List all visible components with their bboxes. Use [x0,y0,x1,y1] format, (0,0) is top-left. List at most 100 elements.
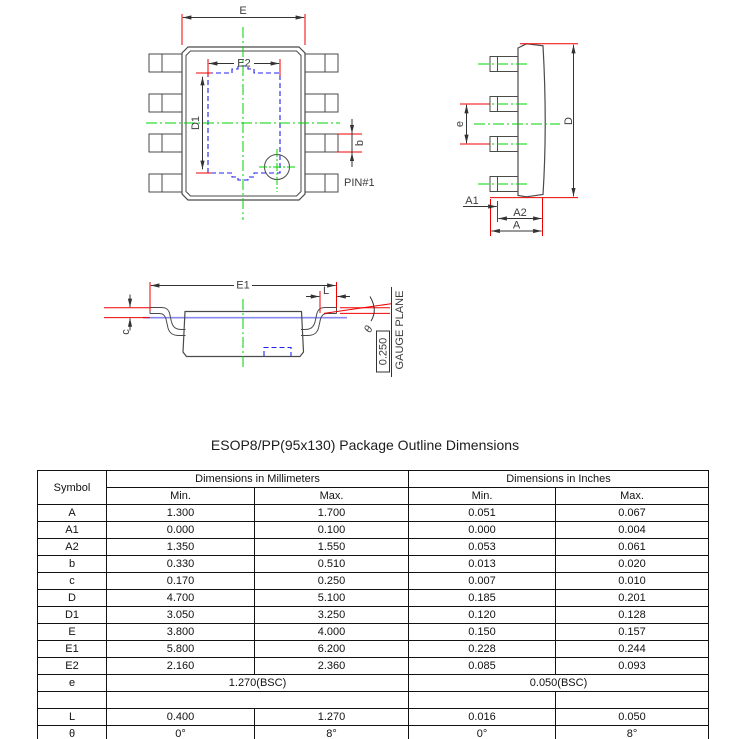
cell-mm-bsc: 1.270(BSC) [105,674,410,692]
front-lead-right [301,307,337,336]
header-in-max: Max. [555,487,710,505]
cell-mm-max: 0.250 [253,572,410,590]
cell-mm-min: 1.300 [106,504,255,522]
front-body-outline [182,310,305,358]
table-row: L 0.400 1.270 0.016 0.050 [37,708,710,726]
header-row-groups: Symbol Dimensions in Millimeters Dimensi… [37,470,710,505]
dimension-c: c [104,294,150,335]
cell-in-min: 0.051 [408,504,557,522]
dimension-D1: D1 [190,72,212,174]
svg-text:E2: E2 [237,58,250,70]
cell-in-min: 0.053 [408,538,557,556]
dimension-b: b [338,119,366,167]
dimension-e: e [454,103,490,145]
cell-in-max: 0.010 [555,572,710,590]
table-row: b 0.330 0.510 0.013 0.020 [37,555,710,573]
cell-in-min: 0.120 [408,606,557,624]
header-mm-group: Dimensions in Millimeters [105,470,410,488]
cell-in-max: 0.020 [555,555,710,573]
dimensions-table: Symbol Dimensions in Millimeters Dimensi… [37,470,710,739]
pin1-label: PIN#1 [344,177,375,189]
cell-in-max: 0.050 [555,708,710,726]
cell-mm-min: 0.400 [106,708,255,726]
cell-symbol: A1 [37,521,107,539]
dimension-L: L [306,285,350,313]
svg-text:E1: E1 [236,280,249,292]
cell-symbol: E1 [37,640,107,658]
cell-mm-max: 4.000 [253,623,410,641]
cell-in-max: 0.128 [555,606,710,624]
body-outline [181,46,306,201]
cell-mm-min: 1.350 [106,538,255,556]
cell-in-min: 0.000 [408,521,557,539]
table-row: A1 0.000 0.100 0.000 0.004 [37,521,710,539]
package-outline-drawing: PIN#1 E E2 [104,5,578,377]
header-row-minmax: Min. Max. Min. Max. [38,487,710,505]
table-row: E2 2.160 2.360 0.085 0.093 [37,657,710,675]
exposed-pad-hidden-outline [207,65,281,181]
cell-mm-min: 4.700 [106,589,255,607]
cell-mm-max: 3.250 [253,606,410,624]
cell-symbol: b [37,555,107,573]
table-row: c 0.170 0.250 0.007 0.010 [37,572,710,590]
table-row: A2 1.350 1.550 0.053 0.061 [37,538,710,556]
cell-mm-max: 1.550 [253,538,410,556]
cell-mm-max: 0.100 [253,521,410,539]
cell-mm-max: 5.100 [253,589,410,607]
cell-symbol: A2 [37,538,107,556]
table-row-blank [37,691,710,709]
cell-mm-max: 2.360 [253,657,410,675]
cell-symbol: L [37,708,107,726]
dimension-D: D [490,43,578,199]
front-hidden-pad [263,346,292,356]
cell-symbol: E [37,623,107,641]
dimension-E: E [181,5,306,45]
cell-in-min: 0.007 [408,572,557,590]
cell-in-max: 0.061 [555,538,710,556]
cell-mm-min: 3.050 [106,606,255,624]
cell-in-max: 0.067 [555,504,710,522]
cell-symbol [37,691,107,709]
dimension-E2: E2 [207,58,281,76]
table-row: D1 3.050 3.250 0.120 0.128 [37,606,710,624]
table-row-theta: θ 0° 8° 0° 8° [37,725,710,739]
table-row-e: e 1.270(BSC) 0.050(BSC) [37,674,710,692]
front-lead-left [149,307,186,336]
gauge-value-label: 0.250 [378,338,390,366]
cell-mm-max: 0.510 [253,555,410,573]
table-row: D 4.700 5.100 0.185 0.201 [37,589,710,607]
label-A1: A1 [465,195,478,207]
cell-mm-min: 3.800 [106,623,255,641]
body-inner-outline [185,50,302,197]
side-centerlines [474,63,560,185]
cell-in-min: 0.016 [408,708,557,726]
cell-in-min [408,691,557,709]
cell-in-max: 0.004 [555,521,710,539]
cell-in-max: 0.201 [555,589,710,607]
header-symbol: Symbol [37,470,107,505]
cell-inch-bsc: 0.050(BSC) [408,674,710,692]
cell-in-min: 0.228 [408,640,557,658]
svg-text:E: E [239,5,246,17]
cell-in-min: 0.085 [408,657,557,675]
dimension-A-group: A1 A2 A [463,195,543,236]
svg-text:D1: D1 [190,116,202,130]
header-mm-max: Max. [253,487,410,505]
cell-in-max [555,691,710,709]
cell-symbol: D [37,589,107,607]
cell-in-min: 0.185 [408,589,557,607]
dimension-theta: θ [323,296,393,335]
cell-symbol: A [37,504,107,522]
cell-in-max: 0.244 [555,640,710,658]
dimension-E1: E1 [149,280,337,311]
header-in-min: Min. [408,487,557,505]
svg-text:b: b [354,140,366,146]
cell-mm-min: 0.170 [106,572,255,590]
svg-text:L: L [323,285,329,297]
gauge-plane-callout: 0.250 GAUGE PLANE [376,287,406,377]
svg-text:e: e [454,121,466,127]
cell-mm-blank [105,691,410,709]
table-row: A 1.300 1.700 0.051 0.067 [37,504,710,522]
header-inch-group: Dimensions in Inches [408,470,710,488]
